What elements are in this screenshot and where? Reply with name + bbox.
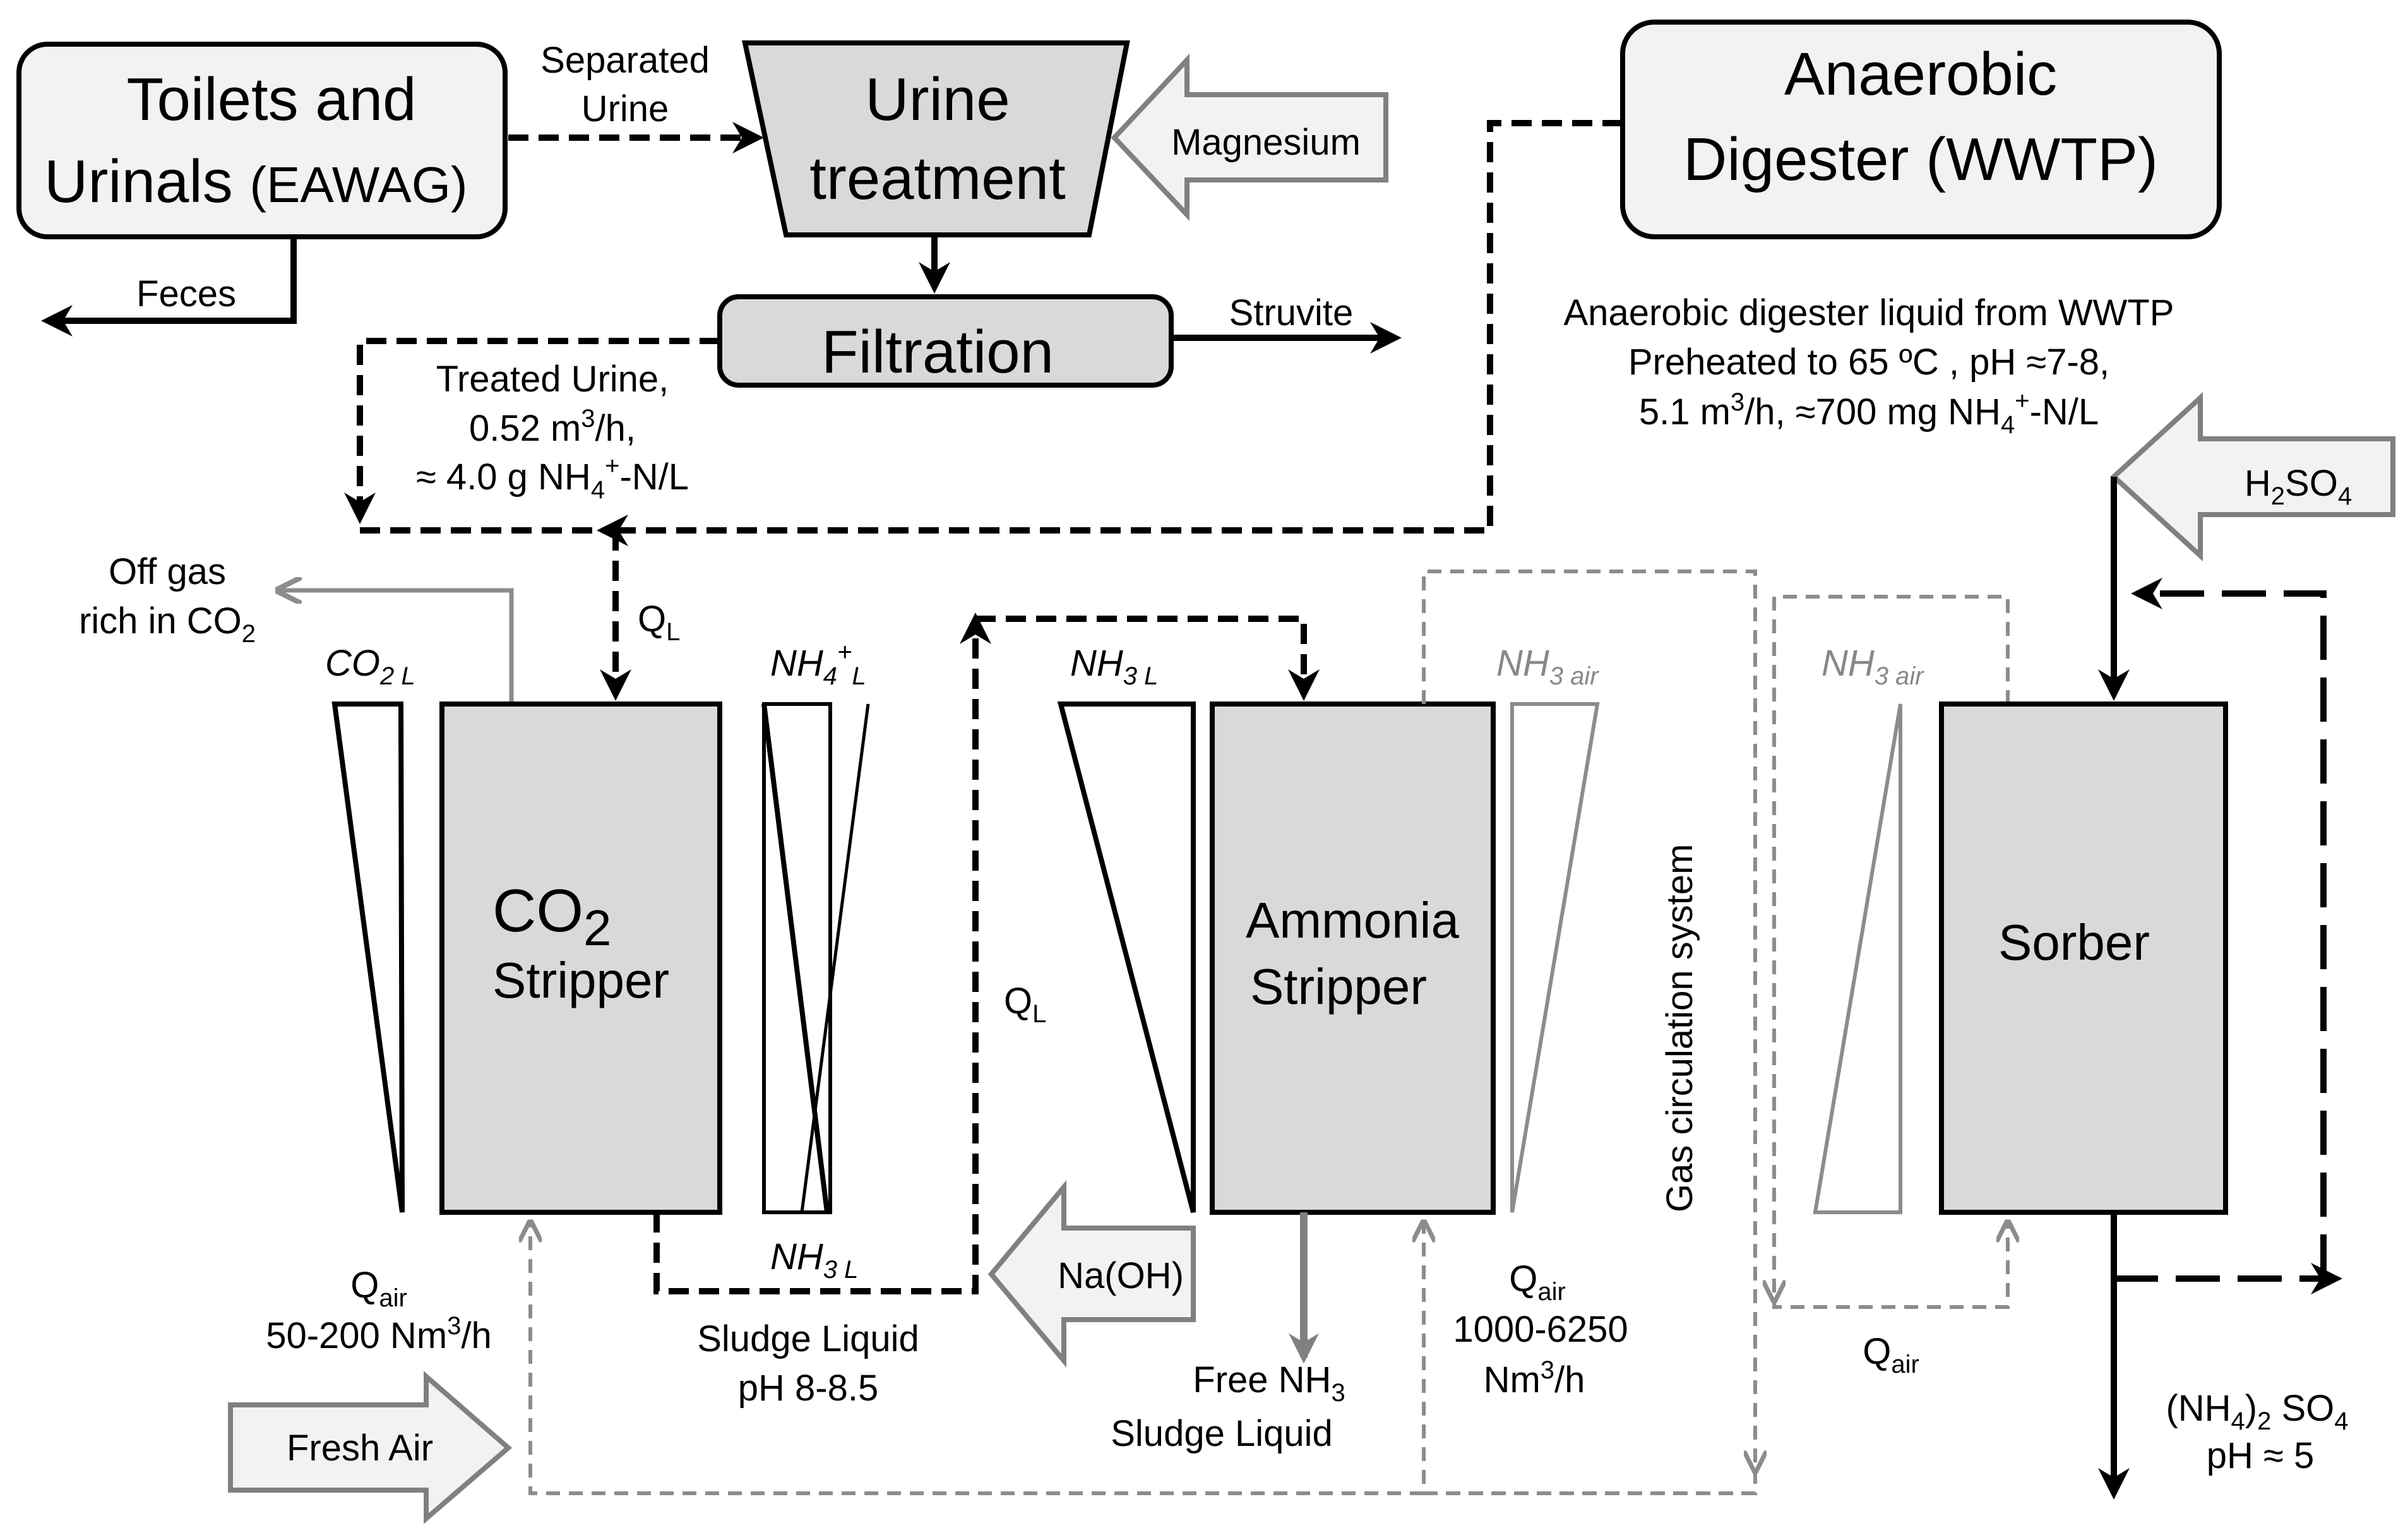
ammonia-stripper-label-2: Stripper xyxy=(1250,958,1427,1015)
offgas-flow xyxy=(278,590,514,704)
nh4l-label: NH4+L xyxy=(770,638,866,690)
ad-liquid-label-3: 5.1 m3/h, ≈700 mg NH4+-N/L xyxy=(1639,387,2099,439)
nh3air-label-2: NH3 air xyxy=(1822,643,1924,690)
co2l-label: CO2 L xyxy=(325,643,415,690)
treated-urine-label-1: Treated Urine, xyxy=(436,359,669,400)
air-to-ammonia-stripper xyxy=(1424,1222,1755,1495)
gas-sorber-return xyxy=(1774,595,2010,1301)
nh3l-label-1: NH3 L xyxy=(770,1236,858,1284)
nh3-liquid-gradient xyxy=(1057,701,1196,1214)
nh3air-label-1: NH3 air xyxy=(1496,643,1599,690)
nh3-air-gradient-2 xyxy=(1813,703,1902,1214)
co2-stripper-label-2: Stripper xyxy=(492,952,669,1008)
qair-value-2b: Nm3/h xyxy=(1484,1356,1585,1400)
air-to-co2-stripper xyxy=(530,1222,1424,1495)
sludge-label-2: pH 8-8.5 xyxy=(738,1368,878,1409)
nh4-nh3-gradient xyxy=(761,702,870,1214)
treated-urine-label-2: 0.52 m3/h, xyxy=(469,405,636,449)
filtration-box: Filtration xyxy=(717,294,1174,388)
gas-circulation-return xyxy=(1422,570,1755,1471)
qair-value-2a: 1000-6250 xyxy=(1453,1309,1628,1350)
struvite-label: Struvite xyxy=(1229,292,1354,333)
qair-label-1: Qair xyxy=(350,1265,407,1312)
gas-circulation-label: Gas circulation system xyxy=(1659,844,1700,1212)
sorber-box: Sorber xyxy=(1939,701,2228,1215)
fresh-air-label: Fresh Air xyxy=(287,1428,433,1469)
ql-label-1: QL xyxy=(638,599,680,646)
nh3l-label-2: NH3 L xyxy=(1070,643,1158,690)
urine-treatment-box: Urine treatment xyxy=(742,40,1130,237)
digester-label-1: Anaerobic xyxy=(1784,40,2057,108)
magnesium-input-arrow: Magnesium xyxy=(1111,53,1388,222)
sorber-label: Sorber xyxy=(1998,914,2150,970)
co2-liquid-gradient xyxy=(331,701,405,1213)
magnesium-label: Magnesium xyxy=(1171,122,1361,163)
qair-label-3: Qair xyxy=(1863,1331,1919,1378)
naoh-label: Na(OH) xyxy=(1058,1255,1184,1296)
co2-stripper-box: CO2 Stripper xyxy=(439,701,722,1215)
free-nh3-label-2: Sludge Liquid xyxy=(1111,1413,1333,1454)
ammonia-stripper-box: Ammonia Stripper xyxy=(1210,701,1496,1215)
toilets-label-1: Toilets and xyxy=(127,66,417,133)
co2-stripper-label-1: CO2 xyxy=(492,877,612,956)
ad-liquid-label-1: Anaerobic digester liquid from WWTP xyxy=(1564,292,2174,333)
treated-urine-label-3: ≈ 4.0 g NH4+-N/L xyxy=(416,452,689,504)
digester-label-2: Digester (WWTP) xyxy=(1683,126,2158,193)
toilets-label-2: Urinals (EAWAG) xyxy=(44,148,468,215)
sludge-label-1: Sludge Liquid xyxy=(697,1318,919,1359)
anaerobic-digester-box: Anaerobic Digester (WWTP) xyxy=(1620,20,2222,239)
qair-value-1: 50-200 Nm3/h xyxy=(266,1312,492,1356)
digester-liquid-flow xyxy=(597,120,1623,546)
separated-urine-label-1: Separated xyxy=(540,40,710,81)
feces-label: Feces xyxy=(136,273,236,314)
separated-urine-label-2: Urine xyxy=(581,88,669,129)
sorber-recirculation xyxy=(2131,578,2327,1279)
feces-flow xyxy=(41,237,297,337)
free-nh3-label-1: Free NH3 xyxy=(1193,1359,1345,1407)
filtration-label: Filtration xyxy=(821,318,1054,386)
nh3-air-gradient-1 xyxy=(1510,702,1600,1213)
h2so4-input-arrow: H2SO4 xyxy=(2110,391,2395,562)
naoh-input-arrow: Na(OH) xyxy=(987,1179,1196,1368)
product-label-2: pH ≈ 5 xyxy=(2207,1435,2314,1476)
ad-liquid-label-2: Preheated to 65 ºC , pH ≈7-8, xyxy=(1628,342,2109,383)
offgas-label-2: rich in CO2 xyxy=(79,600,256,648)
sludge-to-ammonia-stripper xyxy=(975,616,1320,701)
ammonia-stripper-label-1: Ammonia xyxy=(1246,892,1459,948)
offgas-label-1: Off gas xyxy=(109,551,226,592)
h2so4-label: H2SO4 xyxy=(2245,463,2352,510)
urine-label-2: treatment xyxy=(809,145,1066,212)
gas-circulation-bottom xyxy=(1424,1471,1757,1495)
ql-label-2: QL xyxy=(1004,981,1046,1028)
air-to-sorber xyxy=(1772,1222,2008,1309)
product-label-1: (NH4)2 SO4 xyxy=(2166,1388,2348,1435)
toilets-box: Toilets and Urinals (EAWAG) xyxy=(16,42,508,239)
fresh-air-input-arrow: Fresh Air xyxy=(228,1371,513,1524)
urine-label-1: Urine xyxy=(865,66,1010,133)
sludge-liquid-flow xyxy=(653,612,991,1294)
qair-label-2: Qair xyxy=(1509,1258,1566,1306)
